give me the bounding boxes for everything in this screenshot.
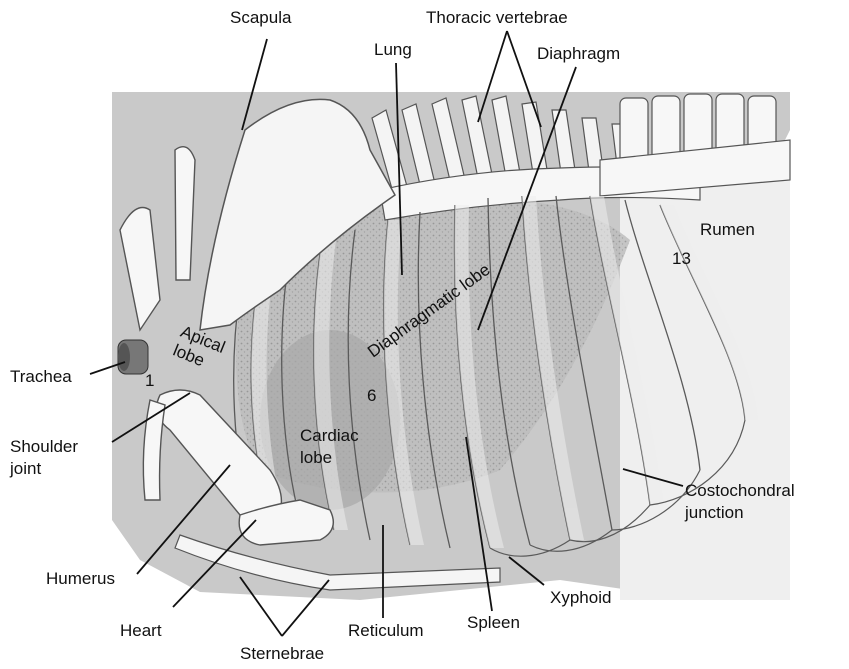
label-rumen: Rumen <box>700 220 755 239</box>
trachea-shape <box>118 340 148 374</box>
label-lung: Lung <box>374 40 412 59</box>
label-rib-1: 1 <box>145 371 154 390</box>
label-heart: Heart <box>120 621 162 640</box>
label-thoracic-vertebrae: Thoracic vertebrae <box>426 8 568 27</box>
label-sternebrae: Sternebrae <box>240 644 324 663</box>
label-trachea: Trachea <box>10 367 72 386</box>
label-diaphragm: Diaphragm <box>537 44 620 63</box>
abdomen-light-area <box>620 180 790 600</box>
label-rib-13: 13 <box>672 249 691 268</box>
label-spleen: Spleen <box>467 613 520 632</box>
label-scapula: Scapula <box>230 8 291 27</box>
label-rib-6: 6 <box>367 386 376 405</box>
label-costochondral-junction: Costochondral junction <box>685 480 795 524</box>
label-reticulum: Reticulum <box>348 621 424 640</box>
label-xyphoid: Xyphoid <box>550 588 611 607</box>
label-humerus: Humerus <box>46 569 115 588</box>
label-cardiac-lobe: Cardiac lobe <box>300 425 359 469</box>
label-shoulder-joint: Shoulder joint <box>10 436 78 480</box>
